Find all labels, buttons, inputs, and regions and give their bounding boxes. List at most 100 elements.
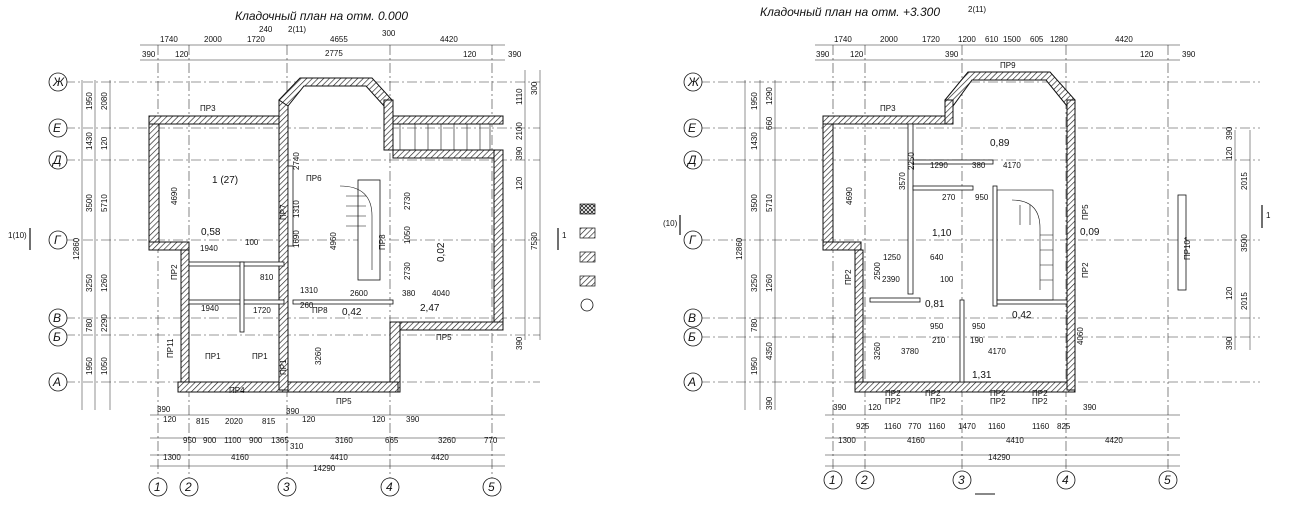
svg-text:Б: Б — [688, 330, 696, 344]
svg-text:120: 120 — [1225, 286, 1234, 300]
svg-text:950: 950 — [183, 436, 197, 445]
svg-text:4160: 4160 — [231, 453, 249, 462]
svg-text:390: 390 — [1083, 403, 1097, 412]
opening-labels: ПР9 ПР3 ПР2 ПР2 ПР2 ПР2 ПР2 ПР2 ПР5 — [844, 61, 1090, 398]
svg-text:120: 120 — [515, 176, 524, 190]
svg-text:1430: 1430 — [750, 132, 759, 150]
svg-text:ПР2: ПР2 — [990, 389, 1006, 398]
svg-text:950: 950 — [930, 322, 944, 331]
svg-text:390: 390 — [406, 415, 420, 424]
bottom-dimensions: 390 120 815 2020 815 390 120 120 390 950… — [157, 405, 498, 473]
svg-text:1: 1 — [829, 473, 836, 487]
svg-text:ПР2: ПР2 — [990, 397, 1006, 406]
svg-text:390: 390 — [515, 146, 524, 160]
axis-markers-left: Ж Е Д Г В Б А — [683, 72, 703, 392]
svg-text:0,89: 0,89 — [990, 138, 1010, 149]
svg-text:ПР2: ПР2 — [844, 269, 853, 285]
svg-text:12860: 12860 — [72, 237, 81, 260]
svg-text:120: 120 — [868, 403, 882, 412]
svg-text:ПР5: ПР5 — [1081, 204, 1090, 220]
svg-text:2100: 2100 — [515, 122, 524, 140]
svg-text:1 (27): 1 (27) — [212, 175, 238, 186]
svg-text:ПР5: ПР5 — [436, 333, 452, 342]
svg-text:3: 3 — [283, 480, 290, 494]
svg-text:1950: 1950 — [750, 92, 759, 110]
svg-text:7530: 7530 — [530, 232, 539, 250]
svg-text:ПР6: ПР6 — [306, 174, 322, 183]
legend-crosshatch-swatch — [579, 203, 596, 215]
stair — [339, 123, 491, 270]
svg-text:ПР8: ПР8 — [378, 234, 387, 250]
plan-title: Кладочный план на отм. 0.000 — [235, 9, 408, 23]
svg-text:Е: Е — [688, 121, 697, 135]
svg-text:Г: Г — [54, 233, 62, 247]
inner-dimensions: 4690 2740 1310 1690 4960 2730 1050 2730 … — [170, 152, 450, 451]
svg-text:390: 390 — [945, 50, 959, 59]
exterior-walls — [148, 77, 504, 393]
svg-text:900: 900 — [249, 436, 263, 445]
svg-text:390: 390 — [765, 396, 774, 410]
svg-text:4160: 4160 — [907, 436, 925, 445]
svg-text:ПР3: ПР3 — [200, 104, 216, 113]
left-dimensions: 1950 1430 3500 3250 780 1950 1290 660 57… — [735, 87, 774, 410]
svg-text:4655: 4655 — [330, 35, 348, 44]
svg-text:1300: 1300 — [163, 453, 181, 462]
svg-text:4350: 4350 — [765, 342, 774, 360]
svg-text:950: 950 — [975, 193, 989, 202]
svg-text:300: 300 — [530, 81, 539, 95]
svg-text:120: 120 — [1140, 50, 1154, 59]
svg-text:4960: 4960 — [329, 232, 338, 250]
svg-text:12860: 12860 — [735, 237, 744, 260]
svg-text:4410: 4410 — [330, 453, 348, 462]
svg-text:815: 815 — [196, 417, 210, 426]
svg-text:390: 390 — [508, 50, 522, 59]
svg-text:260: 260 — [300, 301, 314, 310]
svg-text:2250: 2250 — [907, 152, 916, 170]
svg-text:1200: 1200 — [958, 35, 976, 44]
svg-text:5710: 5710 — [100, 194, 109, 212]
svg-text:120: 120 — [175, 50, 189, 59]
svg-text:1950: 1950 — [85, 357, 94, 375]
svg-text:2015: 2015 — [1240, 172, 1249, 190]
svg-text:ПР2: ПР2 — [930, 397, 946, 406]
svg-text:310: 310 — [290, 442, 304, 451]
svg-text:270: 270 — [942, 193, 956, 202]
svg-text:1: 1 — [1266, 211, 1271, 220]
svg-text:810: 810 — [260, 273, 274, 282]
legend-circle-symbol — [580, 298, 594, 312]
svg-text:1690: 1690 — [292, 230, 301, 248]
svg-text:1950: 1950 — [750, 357, 759, 375]
svg-text:ПР8: ПР8 — [312, 306, 328, 315]
section-marks: 1(10) 2(11) 1 — [8, 25, 567, 250]
room-labels: 0,89 1,10 0,81 0,42 1,31 0,09 — [925, 138, 1100, 381]
right-dimensions: 1110 300 2100 390 7530 120 390 — [515, 81, 539, 350]
svg-text:0,58: 0,58 — [201, 227, 221, 238]
exterior-walls — [822, 71, 1076, 393]
svg-text:3260: 3260 — [438, 436, 456, 445]
svg-text:390: 390 — [157, 405, 171, 414]
svg-text:Ж: Ж — [687, 75, 700, 89]
svg-text:3160: 3160 — [335, 436, 353, 445]
svg-text:Ж: Ж — [52, 75, 65, 89]
svg-text:1740: 1740 — [834, 35, 852, 44]
svg-text:2: 2 — [184, 480, 192, 494]
svg-text:4060: 4060 — [1076, 327, 1085, 345]
left-dimensions: 1950 1430 3500 3250 780 1950 2080 120 57… — [72, 92, 109, 375]
axis-markers-bottom: 1 2 3 4 5 — [148, 477, 502, 497]
svg-text:1160: 1160 — [988, 422, 1006, 431]
svg-text:1100: 1100 — [224, 436, 242, 445]
svg-text:2500: 2500 — [873, 262, 882, 280]
svg-text:1160: 1160 — [884, 422, 902, 431]
svg-text:2015: 2015 — [1240, 292, 1249, 310]
svg-text:ПР9: ПР9 — [1000, 61, 1016, 70]
svg-text:5: 5 — [1164, 473, 1171, 487]
svg-text:4420: 4420 — [1105, 436, 1123, 445]
svg-text:1310: 1310 — [292, 200, 301, 218]
svg-text:780: 780 — [750, 318, 759, 332]
svg-text:1(10): 1(10) — [8, 231, 27, 240]
svg-text:4690: 4690 — [845, 187, 854, 205]
svg-text:0,02: 0,02 — [436, 242, 447, 262]
axis-lines — [65, 45, 540, 478]
svg-text:2730: 2730 — [403, 192, 412, 210]
legend-hatch-swatch-3 — [579, 275, 596, 287]
